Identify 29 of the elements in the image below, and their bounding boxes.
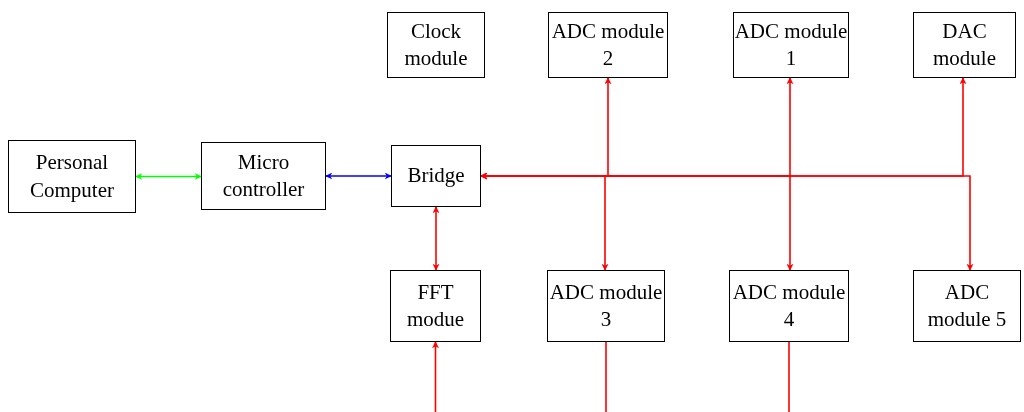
module-box: [729, 270, 849, 342]
arrow: [325, 172, 392, 180]
module-label: ADC module 4: [731, 278, 847, 333]
module-box: [548, 12, 668, 78]
connector-line: [788, 341, 790, 412]
module-label: ADC module 2: [550, 17, 666, 72]
module-label: ADC module 5: [926, 278, 1008, 333]
module-label: ADC module 1: [734, 17, 848, 72]
module-box: [390, 270, 481, 342]
module-box: [733, 12, 849, 78]
arrow: [432, 206, 440, 271]
module-box: [8, 140, 136, 213]
module-label: Micro controller: [221, 148, 306, 203]
module-label: DAC module: [932, 17, 997, 72]
module-box: [547, 270, 665, 342]
connector-line: [605, 341, 607, 412]
module-box: [387, 12, 485, 78]
module-label: Clock module: [403, 17, 469, 72]
module-label: Personal Computer: [29, 149, 115, 204]
module-box: [391, 145, 481, 207]
arrow: [480, 172, 974, 271]
module-label: ADC module 3: [548, 278, 664, 333]
arrow: [135, 173, 202, 180]
module-box: [913, 12, 1016, 78]
module-box: [913, 270, 1021, 342]
arrow: [432, 341, 439, 412]
module-label: FFT modue: [405, 278, 466, 333]
module-label: Bridge: [407, 162, 465, 190]
module-box: [201, 142, 326, 210]
